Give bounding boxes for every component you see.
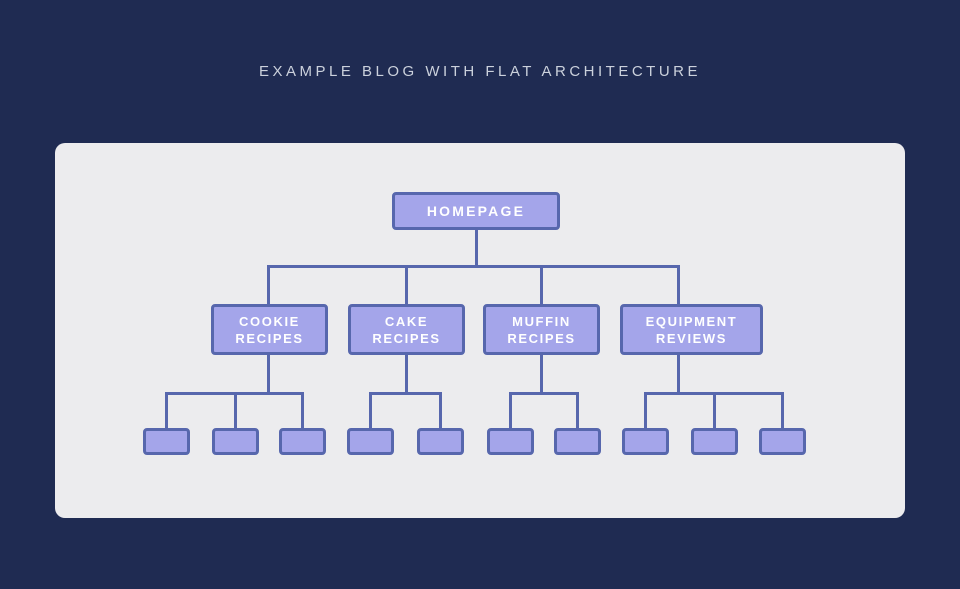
- node-homepage: HOMEPAGE: [392, 192, 560, 230]
- connector-level1-bar: [267, 265, 680, 268]
- node-cookie-recipes: COOKIE RECIPES: [211, 304, 328, 355]
- connector-muffin-bar: [509, 392, 579, 395]
- connector-equipment-stem: [677, 355, 680, 395]
- node-muffin-recipes: MUFFIN RECIPES: [483, 304, 600, 355]
- node-equipment-reviews: EQUIPMENT REVIEWS: [620, 304, 763, 355]
- node-label-line: MUFFIN: [512, 313, 571, 329]
- leaf-page-equipment-1: [622, 428, 669, 455]
- node-label-line: RECIPES: [507, 330, 576, 346]
- connector-leaf-drop: [644, 392, 647, 428]
- connector-leaf-drop: [509, 392, 512, 428]
- leaf-page-cookie-1: [143, 428, 190, 455]
- connector-leaf-drop: [439, 392, 442, 428]
- connector-leaf-drop: [576, 392, 579, 428]
- connector-drop-equipment: [677, 265, 680, 305]
- connector-cookie-stem: [267, 355, 270, 395]
- diagram-title: EXAMPLE BLOG WITH FLAT ARCHITECTURE: [259, 63, 701, 80]
- connector-leaf-drop: [301, 392, 304, 428]
- connector-leaf-drop: [369, 392, 372, 428]
- connector-leaf-drop: [234, 392, 237, 428]
- leaf-page-equipment-3: [759, 428, 806, 455]
- node-label-line: REVIEWS: [655, 330, 728, 346]
- connector-leaf-drop: [165, 392, 168, 428]
- diagram-panel: HOMEPAGE COOKIE RECIPES CAKE RECIPES MUF…: [55, 143, 905, 518]
- leaf-page-cookie-3: [279, 428, 326, 455]
- connector-root-stem: [475, 230, 478, 266]
- node-cake-recipes: CAKE RECIPES: [348, 304, 465, 355]
- connector-leaf-drop: [781, 392, 784, 428]
- leaf-page-cake-1: [347, 428, 394, 455]
- connector-muffin-stem: [540, 355, 543, 395]
- connector-drop-muffin: [540, 265, 543, 305]
- node-label-line: CAKE: [384, 313, 429, 329]
- node-homepage-label: HOMEPAGE: [426, 203, 526, 219]
- node-label-line: EQUIPMENT: [645, 313, 738, 329]
- connector-drop-cookie: [267, 265, 270, 305]
- node-label-line: COOKIE: [239, 313, 300, 329]
- connector-drop-cake: [405, 265, 408, 305]
- connector-cake-bar: [369, 392, 442, 395]
- leaf-page-cake-2: [417, 428, 464, 455]
- connector-leaf-drop: [713, 392, 716, 428]
- leaf-page-cookie-2: [212, 428, 259, 455]
- node-label-line: RECIPES: [235, 330, 304, 346]
- leaf-page-muffin-1: [487, 428, 534, 455]
- leaf-page-muffin-2: [554, 428, 601, 455]
- leaf-page-equipment-2: [691, 428, 738, 455]
- node-label-line: RECIPES: [372, 330, 441, 346]
- connector-cake-stem: [405, 355, 408, 395]
